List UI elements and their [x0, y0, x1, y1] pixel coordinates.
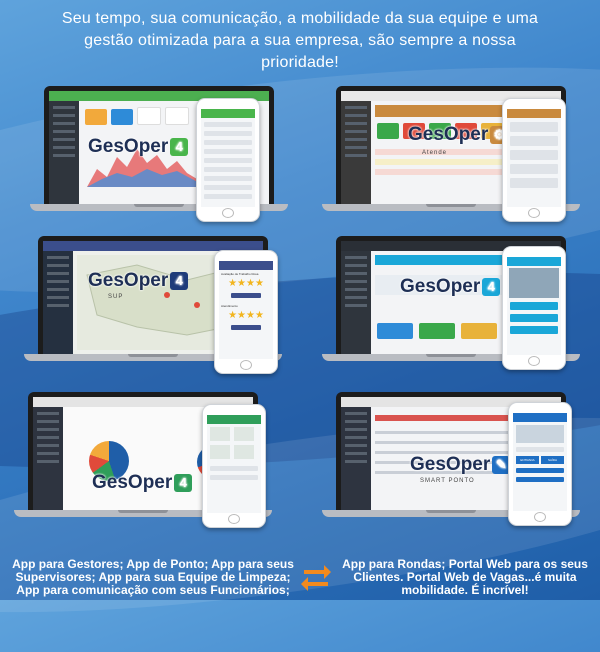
pie-chart	[89, 441, 129, 481]
star-rating: ★★★★	[228, 310, 264, 321]
headline-line: Seu tempo, sua comunicação, a mobilidade…	[61, 10, 539, 27]
headline-line: prioridade!	[261, 54, 339, 71]
footer-line: App para Rondas; Portal Web para os seus	[342, 557, 588, 571]
saida-button: SAÍDA	[541, 456, 564, 464]
star-rating: ★★★★	[228, 278, 264, 289]
footer-right-text: App para Rondas; Portal Web para os seus…	[336, 558, 594, 597]
phone-mockup: Avaliação de Trabalho Rosa ★★★★ Atendime…	[214, 250, 278, 374]
phone-mockup	[202, 404, 266, 528]
laptop-base	[30, 204, 288, 211]
footer-line: Clientes. Portal Web de Vagas...é muita	[353, 570, 577, 584]
phone-mockup	[502, 98, 566, 222]
swap-arrows-icon	[301, 565, 331, 591]
footer-line: mobilidade. É incrível!	[401, 583, 529, 597]
device-showcase-atende: GesOper⚙ Atende	[322, 86, 600, 226]
footer-line: Supervisores; App para sua Equipe de Lim…	[15, 570, 291, 584]
area-chart	[87, 149, 207, 187]
gesoper-logo: GesOper✎	[410, 454, 511, 476]
entrada-button: ENTRADA	[516, 456, 539, 464]
laptop-base	[14, 510, 272, 517]
device-showcase-ponto: GesOper✎ SMART PONTO ENTRADA SAÍDA	[322, 392, 600, 532]
gesoper-sublogo: SMART PONTO	[420, 478, 475, 484]
footer-line: App para comunicação com seus Funcionári…	[16, 583, 290, 597]
phone-mockup	[196, 98, 260, 222]
headline: Seu tempo, sua comunicação, a mobilidade…	[0, 8, 600, 74]
laptop-base	[322, 354, 580, 361]
rating-title: Atendimento	[221, 304, 238, 308]
laptop-base	[24, 354, 282, 361]
rating-title: Avaliação de Trabalho Rosa	[221, 272, 259, 276]
gesoper-logo: GesOper⚙	[408, 124, 509, 146]
footer-left-text: App para Gestores; App de Ponto; App par…	[8, 558, 298, 597]
phone-mockup	[502, 246, 566, 370]
gesoper-sublogo: SUP	[108, 294, 124, 300]
phone-mockup: ENTRADA SAÍDA	[508, 402, 572, 526]
profile-card	[516, 425, 564, 443]
footer-line: App para Gestores; App de Ponto; App par…	[12, 557, 294, 571]
laptop-base	[322, 510, 580, 517]
laptop-base	[322, 204, 580, 211]
team-photo	[509, 268, 559, 298]
headline-line: gestão otimizada para a sua empresa, são…	[84, 32, 516, 49]
gesoper-sublogo: Atende	[422, 150, 448, 156]
